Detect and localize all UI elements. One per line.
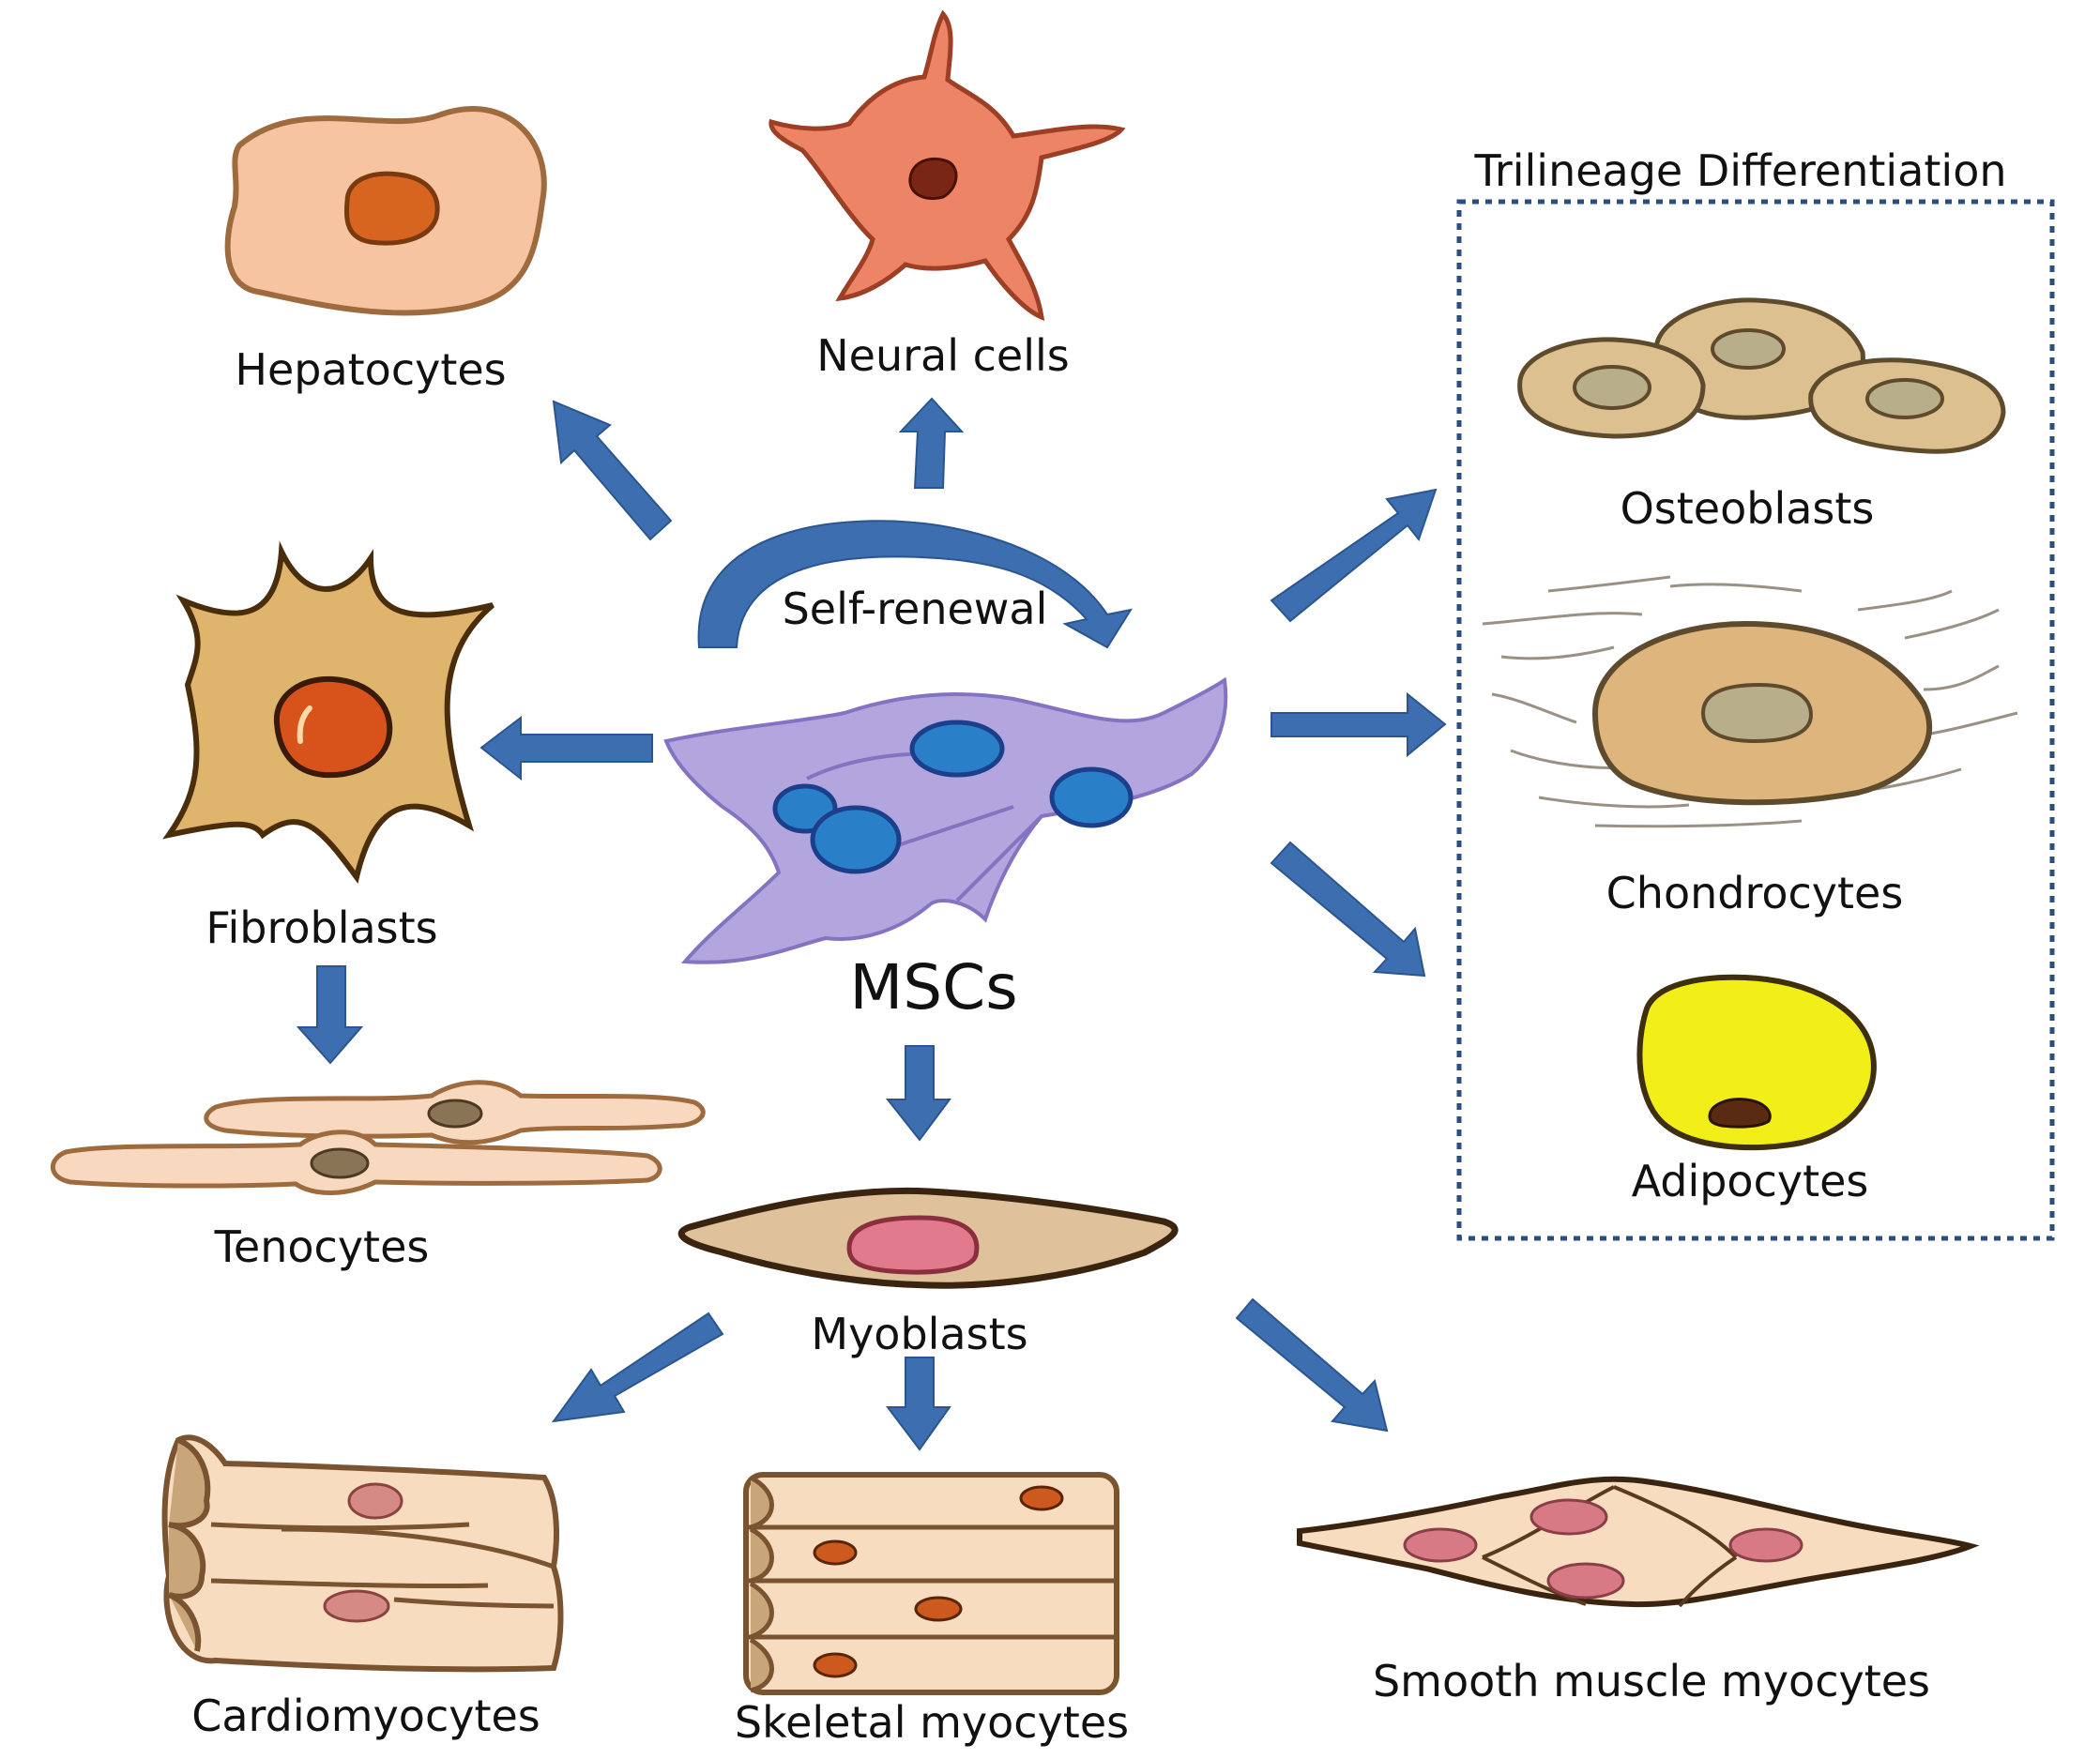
self-renewal-label: Self-renewal (783, 584, 1048, 634)
neural-cells-label: Neural cells (816, 330, 1070, 381)
arrow-to-fibroblasts (479, 715, 653, 781)
arrow-to-cardiomyocytes (551, 1312, 724, 1423)
myoblasts-label: Myoblasts (811, 1309, 1027, 1359)
fibroblast-cell (162, 540, 495, 885)
msc-cell-cluster (663, 676, 1228, 964)
arrow-to-smooth-muscle (1235, 1297, 1389, 1433)
cardiomyocyte-cells (161, 1434, 564, 1673)
arrow-to-adipocytes (1270, 841, 1426, 978)
skeletal-myocytes-label: Skeletal myocytes (735, 1697, 1129, 1748)
arrow-to-myoblasts (885, 1045, 951, 1142)
arrow-to-tenocytes (296, 965, 364, 1065)
mscs-label: MSCs (849, 951, 1017, 1024)
myoblast-cell (677, 1187, 1179, 1289)
adipocytes-label: Adipocytes (1632, 1156, 1869, 1206)
fibroblasts-label: Fibroblasts (205, 902, 437, 953)
tenocyte-cells (50, 1080, 706, 1195)
smooth-muscle-cells (1297, 1476, 1980, 1608)
arrow-to-hepatocytes (552, 400, 673, 541)
osteoblast-cells (1517, 297, 2006, 454)
chondrocyte-cell (1482, 575, 2018, 828)
neural-cell (768, 9, 1126, 321)
self-renewal-arrow (697, 520, 1134, 649)
cardiomyocytes-label: Cardiomyocytes (191, 1691, 540, 1741)
skeletal-myocyte-cells (743, 1472, 1119, 1695)
trilineage-title: Trilineage Differentiation (1473, 145, 2006, 196)
tenocytes-label: Tenocytes (214, 1221, 430, 1272)
hepatocytes-label: Hepatocytes (235, 344, 506, 395)
arrow-to-osteoblasts (1270, 488, 1438, 623)
arrow-to-neural (898, 397, 965, 489)
smooth-muscle-myocytes-label: Smooth muscle myocytes (1373, 1656, 1930, 1706)
arrow-to-chondrocytes (1271, 691, 1447, 758)
osteoblasts-label: Osteoblasts (1621, 483, 1875, 534)
hepatocyte-cell (224, 106, 547, 316)
chondrocytes-label: Chondrocytes (1606, 868, 1904, 918)
arrow-to-skeletal (885, 1357, 951, 1451)
adipocyte-cell (1636, 974, 1877, 1151)
